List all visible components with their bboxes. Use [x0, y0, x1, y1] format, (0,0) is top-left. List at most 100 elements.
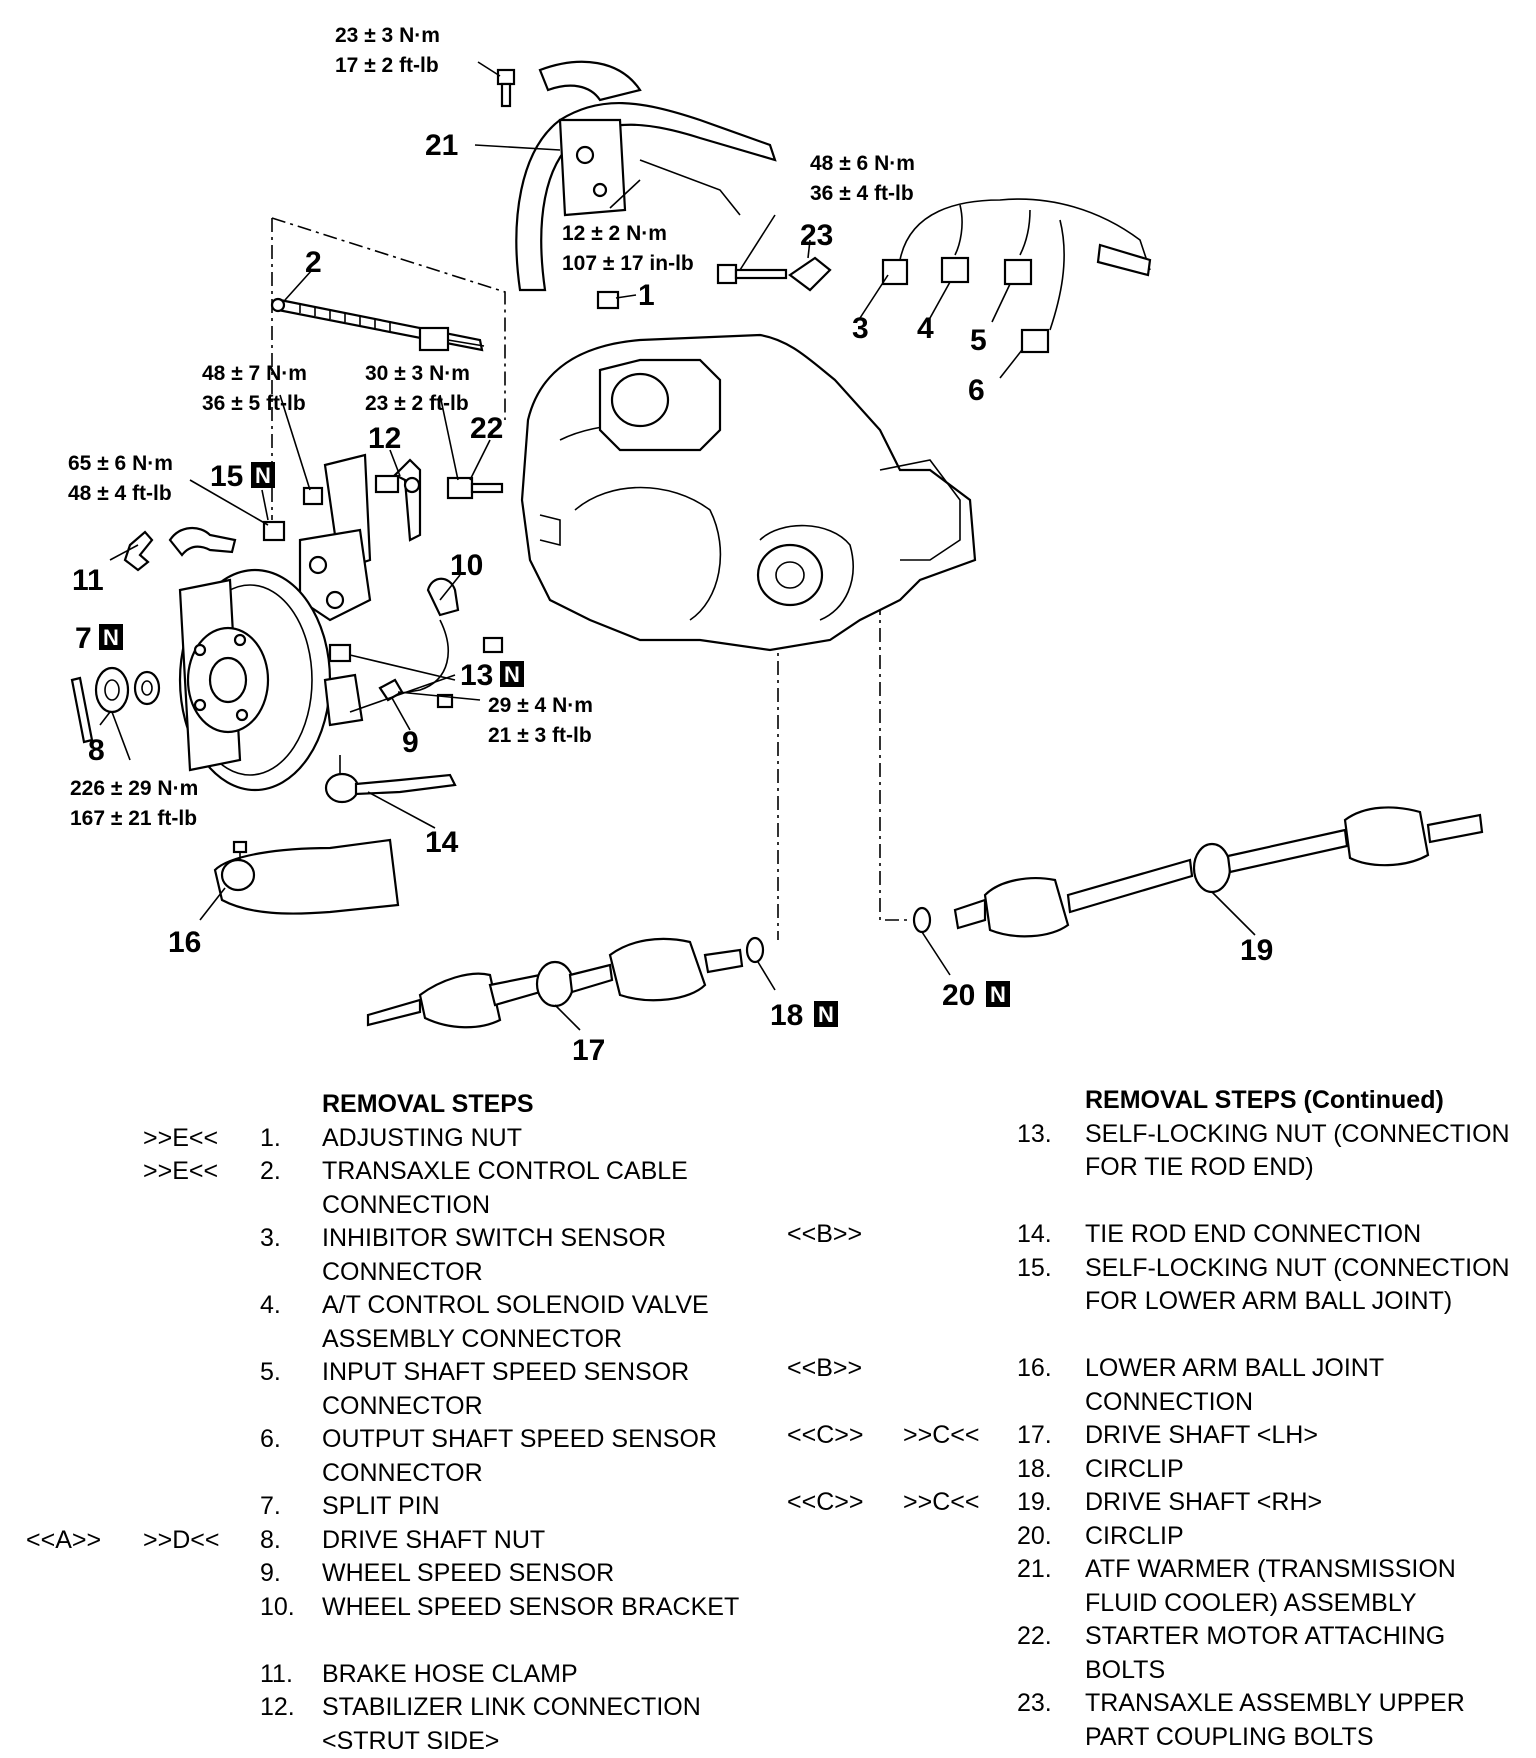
self-locking-nut-13 [323, 643, 364, 727]
step-number: 7. [260, 1492, 281, 1520]
new-badge-18-text: N [818, 1002, 834, 1027]
step-item: 10. WHEEL SPEED SENSOR BRACKET [0, 1591, 760, 1658]
step-number: 8. [260, 1525, 281, 1554]
step-item: 21.ATF WARMER (TRANSMISSION FLUID COOLER… [760, 1553, 1536, 1620]
step-text: LOWER ARM BALL JOINT CONNECTION [1085, 1354, 1384, 1416]
callout-16: 16 [168, 926, 201, 959]
step-text: OUTPUT SHAFT SPEED SENSOR CONNECTOR [322, 1425, 717, 1487]
step-text: INHIBITOR SWITCH SENSOR CONNECTOR [322, 1224, 667, 1286]
callout-6: 6 [968, 374, 985, 407]
step-number: 16. [1017, 1354, 1052, 1382]
circlip-18 [745, 936, 765, 964]
torque-22-ft: 23 ± 2 ft-lb [365, 392, 469, 415]
callout-1: 1 [638, 279, 655, 312]
step-number: 20. [1017, 1521, 1052, 1550]
callout-2: 2 [305, 246, 322, 279]
new-badge-7-text: N [103, 625, 119, 650]
step-number: 22. [1017, 1622, 1052, 1650]
callout-7: 7 [75, 622, 92, 655]
drive-shaft-lh [366, 937, 744, 1029]
reference-line-strut [271, 217, 506, 420]
step-marker-after: >>E<< [143, 1157, 219, 1185]
step-item: 3.INHIBITOR SWITCH SENSOR CONNECTOR [0, 1222, 760, 1289]
torque-strut-ft: 36 ± 5 ft-lb [202, 392, 306, 415]
callout-3: 3 [852, 312, 869, 345]
step-text: DRIVE SHAFT <LH> [1085, 1421, 1318, 1449]
step-text: WHEEL SPEED SENSOR BRACKET [322, 1592, 740, 1621]
step-marker-before: <<B>> [787, 1354, 863, 1382]
step-number: 9. [260, 1559, 281, 1587]
step-text: SPLIT PIN [322, 1492, 440, 1520]
callout-21: 21 [425, 129, 458, 162]
step-number: 18. [1017, 1454, 1052, 1483]
step-text: ADJUSTING NUT [322, 1123, 522, 1152]
step-text: STABILIZER LINK CONNECTION <STRUT SIDE> [322, 1693, 701, 1755]
step-marker-before: <<C>> [787, 1488, 864, 1516]
step-item: 9.WHEEL SPEED SENSOR [0, 1557, 760, 1591]
wheel-speed-sensor-bracket [426, 577, 504, 654]
step-number: 5. [260, 1358, 281, 1386]
connector-6 [1020, 328, 1050, 354]
drive-shaft-nut [94, 666, 130, 714]
step-number: 17. [1017, 1421, 1052, 1449]
split-pin [70, 676, 94, 744]
step-item: 6. OUTPUT SHAFT SPEED SENSOR CONNECTOR [0, 1423, 760, 1490]
stabilizer-link [374, 458, 422, 542]
step-item: 4.A/T CONTROL SOLENOID VALVE ASSEMBLY CO… [0, 1289, 760, 1356]
brake-disc-hub [178, 568, 332, 792]
torque-atf-in: 107 ± 17 in-lb [562, 252, 694, 275]
step-number: 11. [260, 1659, 293, 1688]
reference-line-rh-shaft [879, 520, 910, 921]
step-marker-after: >>C<< [903, 1421, 980, 1449]
step-item: >>E<<1.ADJUSTING NUT [0, 1122, 760, 1156]
callout-12: 12 [368, 422, 401, 455]
bolt-top [496, 68, 516, 108]
torque-23-ft: 36 ± 4 ft-lb [810, 182, 914, 205]
transaxle-housing [520, 333, 977, 652]
torque-top-ft: 17 ± 2 ft-lb [335, 54, 439, 77]
step-marker-before: <<A>> [26, 1525, 102, 1554]
torque-top-nm: 23 ± 3 N·m [335, 24, 440, 47]
new-badge-13 [500, 661, 524, 687]
step-text: TRANSAXLE ASSEMBLY UPPER PART COUPLING B… [1085, 1689, 1465, 1751]
step-item: 22. STARTER MOTOR ATTACHING BOLTS [760, 1620, 1536, 1687]
callout-8: 8 [88, 734, 105, 767]
callout-13: 13 [460, 659, 493, 692]
step-number: 10. [260, 1592, 295, 1621]
new-badge-20 [986, 981, 1010, 1007]
step-marker-after: >>C<< [903, 1488, 980, 1516]
step-item: 23.TRANSAXLE ASSEMBLY UPPER PART COUPLIN… [760, 1687, 1536, 1754]
callout-15: 15 [210, 460, 243, 493]
step-number: 2. [260, 1157, 281, 1185]
connector-5 [1003, 258, 1033, 286]
step-item: <<B>>14.TIE ROD END CONNECTION [760, 1218, 1536, 1252]
tie-rod-end [324, 755, 457, 804]
new-badge-18 [814, 1001, 838, 1027]
connector-4 [940, 256, 970, 284]
callout-22: 22 [470, 412, 503, 445]
step-text: STARTER MOTOR ATTACHING BOLTS [1085, 1622, 1446, 1684]
new-badge-7 [99, 624, 123, 650]
upper-coupling-bolt [716, 256, 832, 292]
step-number: 13. [1017, 1119, 1052, 1148]
circlip-20 [912, 906, 932, 934]
drive-shaft-rh [953, 806, 1484, 938]
step-text: CIRCLIP [1085, 1454, 1184, 1483]
step-text: SELF-LOCKING NUT (CONNECTION FOR LOWER A… [1085, 1253, 1510, 1316]
torque-15-nm: 65 ± 6 N·m [68, 452, 173, 475]
strut-assembly [298, 453, 372, 622]
step-marker-before: <<C>> [787, 1421, 864, 1449]
step-number: 6. [260, 1425, 281, 1453]
exploded-view-diagram: 21 2 1 23 3 4 5 6 12 22 15 N 10 11 7 N 1… [68, 24, 1484, 1060]
torque-22-nm: 30 ± 3 N·m [365, 362, 470, 385]
washer [133, 670, 161, 706]
transaxle-control-cable [270, 297, 485, 352]
torque-13-ft: 21 ± 3 ft-lb [488, 724, 592, 747]
removal-steps-continued-list: REMOVAL STEPS (Continued) 13.SELF-LOCKIN… [760, 1084, 1536, 1754]
torque-15-ft: 48 ± 4 ft-lb [68, 482, 172, 505]
torque-8-nm: 226 ± 29 N·m [70, 777, 198, 800]
step-item: 20.CIRCLIP [760, 1520, 1536, 1554]
step-item: 18. CIRCLIP [760, 1453, 1536, 1487]
self-locking-nut-15 [262, 520, 286, 542]
step-text: SELF-LOCKING NUT (CONNECTION FOR TIE ROD… [1085, 1119, 1510, 1182]
